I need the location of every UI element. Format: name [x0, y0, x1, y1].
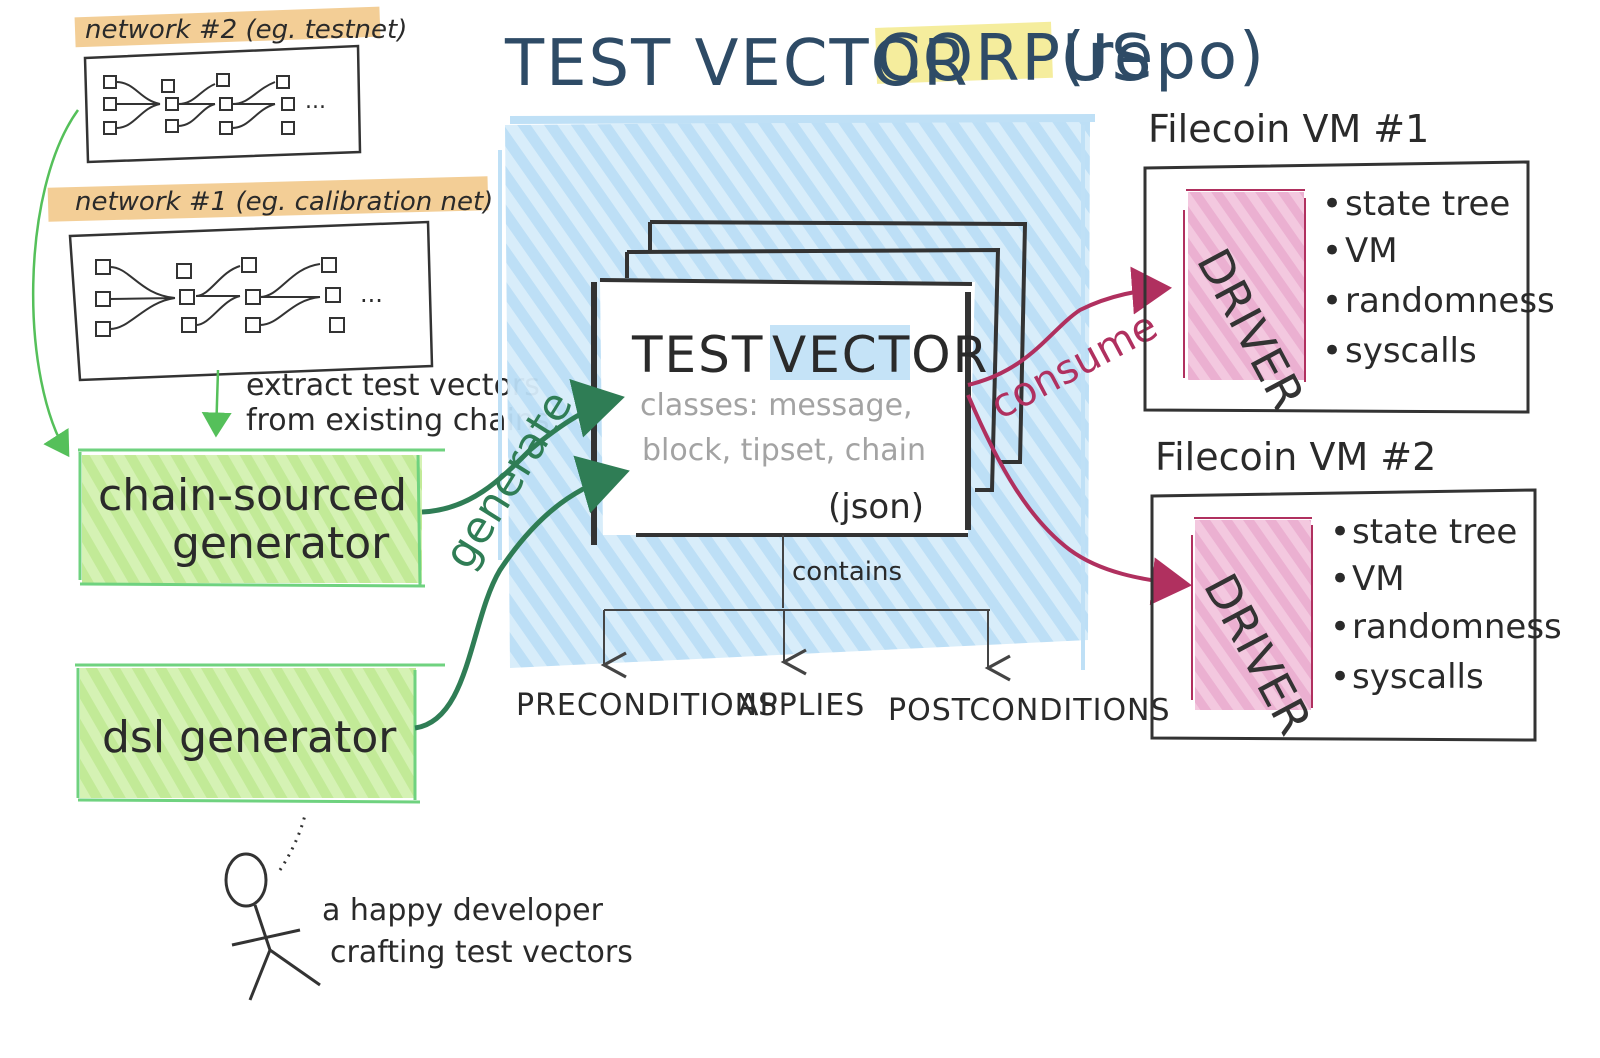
- vm-2-item-label: state tree: [1352, 512, 1517, 552]
- dsl-generator: dsl generator: [75, 665, 445, 802]
- contains-label: contains: [792, 557, 902, 587]
- chain-sourced-generator: chain-sourced generator: [78, 450, 445, 586]
- vm-2-items: • state tree • VM • randomness • syscall…: [1330, 512, 1562, 697]
- vm-1-item: •: [1322, 184, 1342, 224]
- network-2-arrow: [33, 110, 78, 455]
- vm-1-items: • state tree • VM • randomness • syscall…: [1322, 184, 1555, 371]
- network-1-group: network #1 (eg. calibration net) ...: [48, 176, 494, 380]
- vm-2-item-label: randomness: [1352, 607, 1562, 647]
- dsl-generator-label: dsl generator: [102, 712, 397, 763]
- vm-1-item-label: syscalls: [1345, 331, 1477, 371]
- vm-1-item-label: state tree: [1345, 184, 1510, 224]
- network-1-chain-graph: [96, 258, 344, 336]
- vm-2-item: •: [1330, 657, 1350, 697]
- applies-label: APPLIES: [738, 688, 865, 723]
- network-2-chain-graph: [104, 74, 294, 134]
- network-1-ellipsis: ...: [360, 280, 383, 308]
- vm-1-item: •: [1322, 281, 1342, 321]
- chain-generator-line1: chain-sourced: [98, 470, 407, 521]
- network-2-group: network #2 (eg. testnet) ...: [75, 7, 408, 162]
- classes-line2: block, tipset, chain: [642, 433, 926, 468]
- developer-body: [232, 905, 320, 1000]
- filecoin-vm-2: Filecoin VM #2 DRIVER • state tree • VM …: [1152, 435, 1562, 743]
- vm-2-title: Filecoin VM #2: [1155, 435, 1436, 479]
- postconditions-label: POSTCONDITIONS: [888, 693, 1171, 728]
- developer-figure: [226, 815, 320, 1000]
- vm-2-item-label: VM: [1352, 559, 1405, 599]
- vm-2-item-label: syscalls: [1352, 657, 1484, 697]
- corpus-top-edge: [510, 118, 1095, 120]
- title-part2: (repo): [1060, 20, 1266, 94]
- page-title: TEST VECTOR CORPUS (repo): [504, 20, 1266, 101]
- developer-caption-line1: a happy developer: [322, 893, 604, 928]
- chain-generator-line2: generator: [172, 518, 390, 569]
- extract-note-line2: from existing chains: [246, 403, 550, 438]
- test-vector-title-part1: TEST: [631, 326, 764, 384]
- network-2-label: network #2 (eg. testnet): [85, 15, 407, 45]
- format-label: (json): [828, 487, 924, 527]
- developer-caption-line2: crafting test vectors: [330, 935, 633, 970]
- classes-line1: classes: message,: [640, 388, 913, 423]
- network-1-label: network #1 (eg. calibration net): [75, 187, 493, 217]
- vm-2-item: •: [1330, 512, 1350, 552]
- vm-1-item-label: VM: [1345, 231, 1398, 271]
- test-vector-title-part2: VECTOR: [772, 326, 989, 384]
- vm-1-item: •: [1322, 231, 1342, 271]
- developer-head: [226, 854, 266, 906]
- vm-1-title: Filecoin VM #1: [1148, 107, 1429, 151]
- thought-dots: [280, 815, 305, 870]
- vm-2-item: •: [1330, 607, 1350, 647]
- extract-arrow: [216, 370, 218, 435]
- filecoin-vm-1: Filecoin VM #1 DRIVER • state tree • VM …: [1145, 107, 1555, 418]
- vm-2-item: •: [1330, 559, 1350, 599]
- vm-1-item: •: [1322, 331, 1342, 371]
- network-2-ellipsis: ...: [305, 89, 326, 114]
- vm-1-item-label: randomness: [1345, 281, 1555, 321]
- extract-note-line1: extract test vectors: [246, 368, 540, 403]
